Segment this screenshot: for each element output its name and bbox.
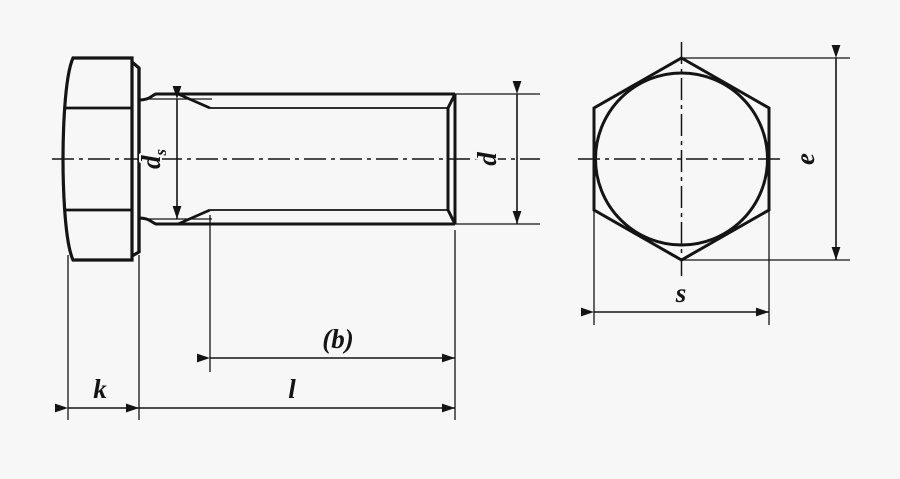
dimension-label-s: s bbox=[675, 278, 687, 308]
dimension-label-d: d bbox=[472, 152, 502, 166]
bolt-side-view bbox=[52, 56, 540, 262]
thread-runout bbox=[177, 92, 211, 226]
dimension-label-l: l bbox=[288, 374, 296, 404]
head-chamfer-arcs bbox=[63, 106, 132, 212]
bolt-end-view bbox=[578, 42, 785, 276]
dimension-label-ds-subscript: s bbox=[151, 149, 170, 157]
dimension-label-e: e bbox=[790, 153, 820, 165]
side-view-extension-lines bbox=[67, 93, 540, 420]
thread-crest-lines bbox=[178, 92, 455, 226]
thread-root-lines bbox=[210, 107, 448, 211]
dimension-label-ds-text: d bbox=[136, 155, 166, 169]
dimension-label-k: k bbox=[93, 374, 107, 404]
end-view-extension-lines bbox=[593, 57, 850, 325]
bolt-head-outline bbox=[61, 56, 134, 262]
bolt-shank-outline bbox=[138, 92, 178, 226]
dimension-label-b: (b) bbox=[322, 324, 353, 354]
dimension-label-ds: ds bbox=[136, 149, 170, 169]
